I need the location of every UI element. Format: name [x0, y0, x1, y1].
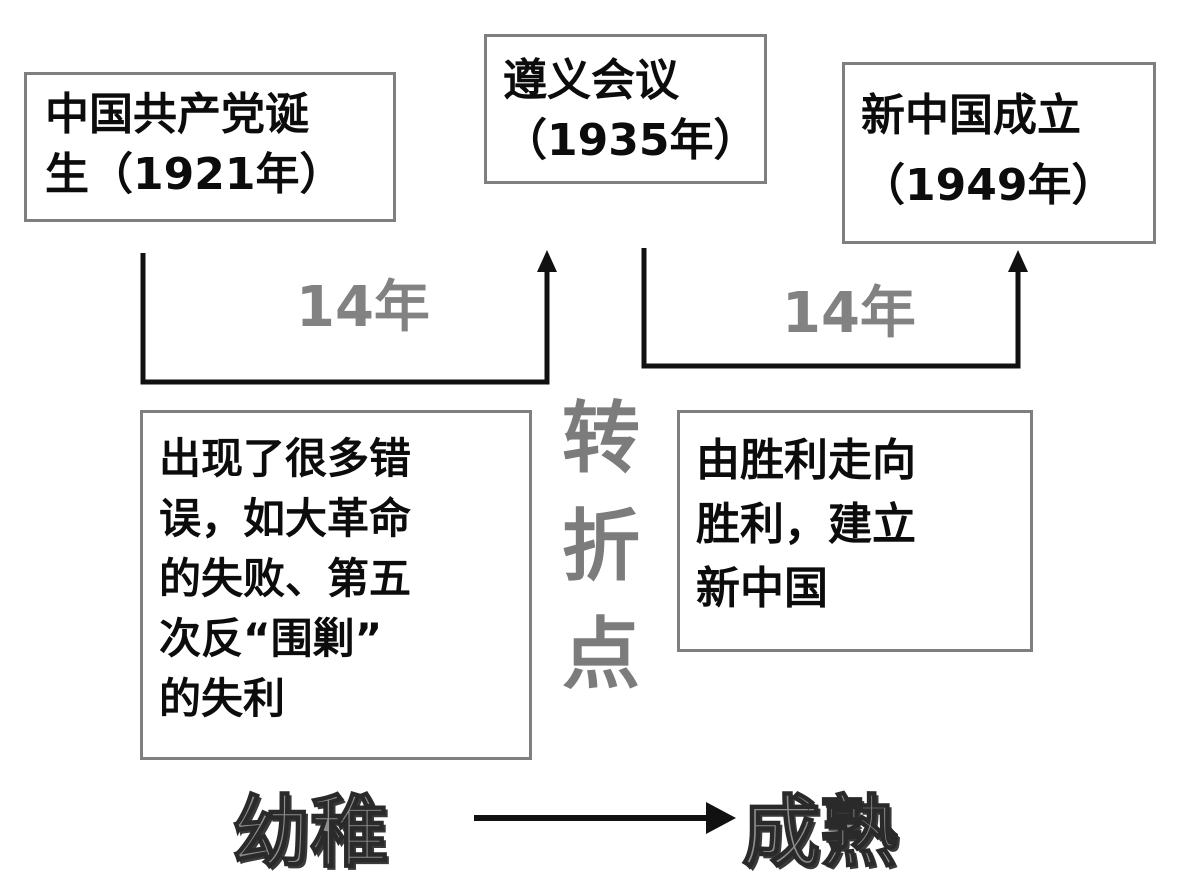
event-text-zunyi-conference: 遵义会议 （1935年） [503, 55, 758, 166]
progression-from-label: 幼稚 [231, 787, 389, 879]
event-box-party-founding: 中国共产党诞 生（1921年） [24, 72, 396, 222]
span-bracket-1 [140, 253, 550, 385]
description-box-after: 由胜利走向 胜利，建立 新中国 [677, 410, 1033, 652]
turning-point-label: 转 折 点 [561, 394, 640, 700]
arrowhead-up-2 [1008, 250, 1028, 272]
event-box-new-china: 新中国成立 （1949年） [842, 62, 1156, 244]
event-text-party-founding: 中国共产党诞 生（1921年） [45, 89, 344, 200]
progression-arrowhead [706, 802, 736, 834]
span-bracket-2 [641, 248, 1021, 369]
progression-to-label: 成熟 [741, 787, 899, 879]
event-box-zunyi-conference: 遵义会议 （1935年） [484, 34, 767, 184]
span-duration-label-2: 14年 [782, 281, 916, 346]
description-text-before: 出现了很多错 误，如大革命 的失败、第五 次反“围剿” 的失利 [159, 434, 412, 723]
description-box-before: 出现了很多错 误，如大革命 的失败、第五 次反“围剿” 的失利 [140, 410, 532, 760]
span-duration-label-1: 14年 [296, 275, 430, 340]
arrowhead-up-1 [537, 250, 557, 272]
description-text-after: 由胜利走向 胜利，建立 新中国 [696, 435, 916, 614]
event-text-new-china: 新中国成立 （1949年） [861, 90, 1116, 211]
